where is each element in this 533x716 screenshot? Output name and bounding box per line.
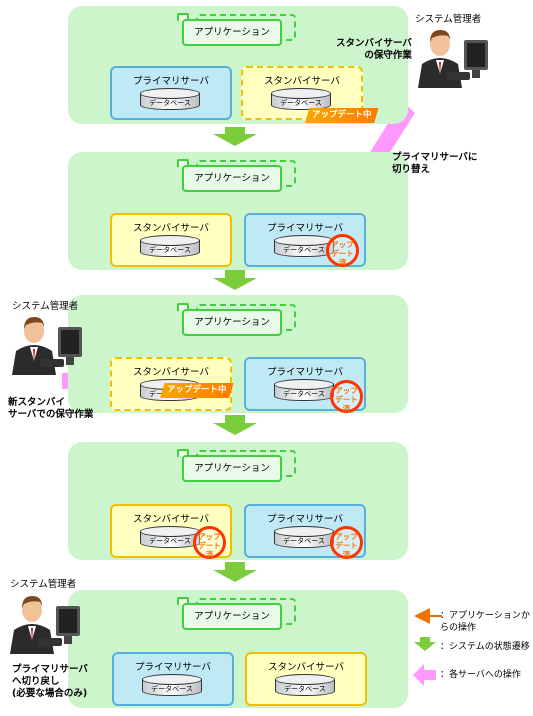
update-done-badge: アップデート済: [326, 234, 359, 267]
database-label: データベース: [283, 246, 325, 254]
database-icon: データベース: [140, 526, 200, 550]
note-standby-maintenance: スタンバイサーバ の保守作業: [336, 38, 412, 61]
admin-icon: [12, 317, 82, 375]
legend-state-transition: ：システムの状態遷移: [440, 642, 530, 652]
server-title: プライマリサーバ: [133, 76, 209, 87]
app-tab-icon: [177, 303, 189, 311]
update-done-badge: アップデート済: [330, 526, 363, 559]
updating-badge: アップデート中: [160, 383, 234, 398]
server-title: スタンバイサーバ: [133, 514, 209, 525]
admin-label: システム管理者: [415, 14, 482, 25]
legend-transition-arrow: [414, 637, 436, 651]
server-title: スタンバイサーバ: [264, 76, 340, 87]
database-label: データベース: [149, 246, 191, 254]
database-label: データベース: [151, 685, 193, 693]
transition-arrow-4: [213, 562, 257, 582]
primary-server: プライマリサーバ データベース: [110, 66, 232, 120]
primary-server: プライマリサーバ データベース: [244, 213, 366, 267]
database-label: データベース: [283, 537, 325, 545]
admin-icon: [418, 30, 488, 88]
database-label: データベース: [149, 537, 191, 545]
database-icon: データベース: [140, 235, 200, 259]
server-title: プライマリサーバ: [267, 223, 343, 234]
admin-icon: [10, 596, 80, 654]
app-tab-icon: [177, 159, 189, 167]
database-label: データベース: [149, 99, 191, 107]
standby-server: スタンバイサーバ データベース: [110, 213, 232, 267]
update-done-badge: アップデート済: [330, 380, 363, 413]
legend-server-arrow: [413, 664, 436, 686]
application-box: アプリケーション: [182, 455, 282, 482]
legend-app-op: ：アプリケーションか らの操作: [440, 611, 530, 633]
note-new-standby-maintenance: 新スタンバイ サーバでの保守作業: [8, 397, 94, 420]
transition-arrow-1: [213, 127, 257, 146]
application-box: アプリケーション: [182, 309, 282, 336]
app-tab-icon: [177, 597, 189, 605]
standby-server: スタンバイサーバ データベース: [245, 652, 367, 706]
database-icon: データベース: [274, 379, 334, 403]
database-icon: データベース: [274, 526, 334, 550]
server-title: プライマリサーバ: [267, 367, 343, 378]
database-icon: データベース: [274, 235, 334, 259]
application-box: アプリケーション: [182, 165, 282, 192]
note-switch-to-primary: プライマリサーバに 切り替え: [392, 152, 478, 175]
primary-server: プライマリサーバ データベース: [112, 652, 234, 706]
application-box: アプリケーション: [182, 19, 282, 46]
database-icon: データベース: [275, 674, 335, 698]
database-icon: データベース: [271, 88, 331, 112]
updating-badge: アップデート中: [305, 108, 379, 123]
transition-arrow-2: [213, 270, 257, 290]
primary-server: プライマリサーバ データベース: [244, 504, 366, 558]
update-done-badge: アップデート済: [193, 526, 226, 559]
server-title: プライマリサーバ: [267, 514, 343, 525]
transition-arrow-3: [213, 415, 257, 435]
application-box: アプリケーション: [182, 603, 282, 630]
database-icon: データベース: [142, 674, 202, 698]
server-title: スタンバイサーバ: [268, 662, 344, 673]
database-label: データベース: [283, 390, 325, 398]
admin-label: システム管理者: [12, 301, 79, 312]
app-tab-icon: [177, 449, 189, 457]
database-label: データベース: [280, 99, 322, 107]
server-title: プライマリサーバ: [135, 662, 211, 673]
app-tab-icon: [177, 13, 189, 21]
standby-server: スタンバイサーバ データベース: [110, 504, 232, 558]
database-label: データベース: [284, 685, 326, 693]
database-icon: データベース: [140, 88, 200, 112]
server-title: スタンバイサーバ: [133, 367, 209, 378]
admin-label: システム管理者: [10, 579, 77, 590]
server-title: スタンバイサーバ: [133, 223, 209, 234]
note-switch-back: プライマリサーバ へ切り戻し (必要な場合のみ): [12, 664, 88, 699]
legend-server-op: ：各サーバへの操作: [440, 670, 521, 680]
